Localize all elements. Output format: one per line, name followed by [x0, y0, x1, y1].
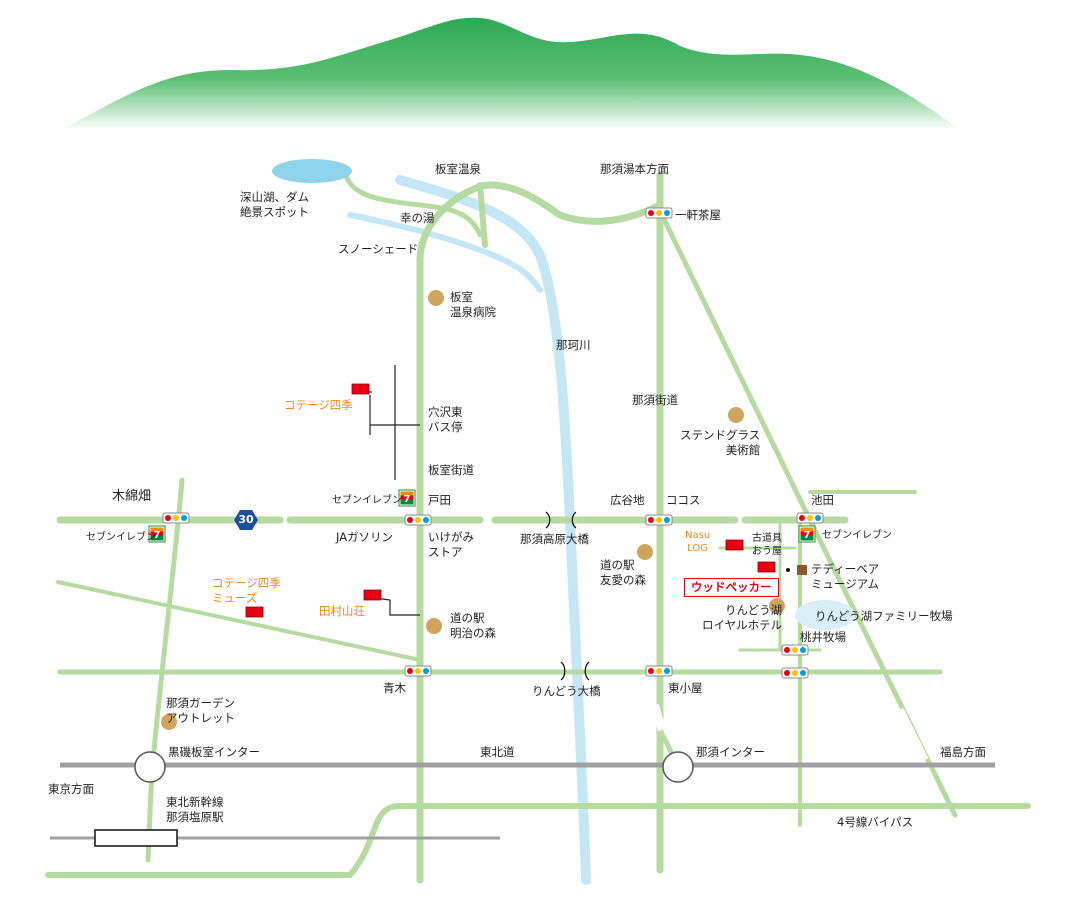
red-flags [245, 383, 776, 618]
traffic-signals [162, 207, 824, 679]
poi-dot-icon [428, 290, 444, 306]
svg-text:7: 7 [804, 530, 811, 541]
traffic-signal-icon [645, 665, 673, 677]
label-nasu-log: Nasu LOG [685, 530, 711, 554]
label-seven-ikeda: セブンイレブン [822, 530, 892, 541]
red-flag-icon [363, 589, 382, 601]
traffic-signal-icon [404, 514, 432, 526]
label-aoki: 青木 [383, 681, 406, 695]
label-stained-glass: ステンドグラス 美術館 [680, 428, 761, 457]
poi-dot-icon [769, 598, 785, 614]
label-fukushima: 福島方面 [940, 745, 986, 759]
label-ikkenchaya: 一軒茶屋 [675, 208, 721, 222]
svg-text:7: 7 [154, 530, 161, 541]
label-seven-toda: セブンイレブン [332, 495, 402, 506]
route-shield-number: 30 [233, 509, 259, 531]
label-nasu-yumoto: 那須湯本方面 [600, 162, 669, 176]
svg-text:7: 7 [404, 494, 411, 505]
route-shield-icon [234, 510, 258, 530]
poi-dots [161, 290, 785, 730]
route-number: 30 [238, 513, 254, 526]
label-itamuro-onsen: 板室温泉 [435, 162, 481, 176]
rindo-lake [795, 600, 855, 630]
poi-dot-icon [637, 544, 653, 560]
label-itamuro-kaido: 板室街道 [428, 463, 474, 477]
label-tamura-sanso: 田村山荘 [319, 604, 365, 618]
traffic-signal-icon [781, 667, 809, 679]
label-teddy-bear: テディーベア ミュージアム [811, 562, 880, 591]
seven-eleven-icon: 7 [798, 525, 816, 543]
label-michinoeki-meiji: 道の駅 明治の森 [450, 611, 496, 640]
label-kiwatabata: 木綿畑 [112, 489, 152, 504]
seven-eleven-icon: 7 [398, 489, 416, 507]
poi-dot-icon [426, 618, 442, 634]
seven-eleven-icon: 7 [148, 525, 166, 543]
red-flag-icon [351, 383, 370, 395]
seven-eleven-icons: 7 7 7 [148, 489, 816, 543]
traffic-signal-icon [796, 512, 824, 524]
label-nasu-kaido: 那須街道 [632, 393, 678, 407]
label-anazawa-bus: 穴沢東 バス停 [428, 405, 463, 434]
interchange-icon [134, 751, 166, 783]
label-toda: 戸田 [428, 493, 451, 507]
label-cottage-muse: コテージ四季 ミューズ [212, 576, 281, 605]
label-koyachi: 広谷地 [610, 493, 645, 507]
label-rindoko-royal: りんどう湖 ロイヤルホテル [702, 603, 783, 632]
label-cottage-shiki: コテージ四季 [284, 398, 353, 412]
station-icon [94, 829, 178, 847]
traffic-signal-icon [645, 207, 673, 219]
traffic-signal-icon [162, 512, 190, 524]
label-woodpecker: ウッドペッカー [684, 578, 779, 597]
label-higashi-koya: 東小屋 [668, 681, 703, 695]
label-nasu-kogen-bridge: 那須高原大橋 [520, 532, 589, 546]
bridge-marks [545, 511, 590, 681]
label-nasu-ic: 那須インター [696, 745, 765, 759]
label-nakagawa: 那珂川 [556, 338, 591, 352]
label-shinkansen-station: 東北新幹線 那須塩原駅 [166, 795, 224, 824]
label-sachinoyu: 幸の湯 [400, 211, 435, 225]
label-ja-gasoline: JAガソリン [336, 530, 394, 544]
label-deep-lake: 深山湖、ダム 絶景スポット [240, 190, 309, 219]
teddy-bear-icon [797, 565, 807, 575]
deep-lake [272, 159, 352, 183]
mountain-silhouette [60, 17, 960, 130]
label-kuroiso-ic: 黒磯板室インター [168, 745, 260, 759]
label-ikegami-store: いけがみ ストア [428, 530, 474, 559]
label-itamuro-hospital: 板室 温泉病院 [450, 290, 496, 319]
label-rindo-bridge: りんどう大橋 [532, 684, 601, 698]
red-flag-icon [725, 539, 744, 551]
label-seven-left: セブンイレブン [86, 532, 156, 543]
label-ikeda: 池田 [811, 493, 834, 507]
red-flag-icon [757, 561, 776, 573]
label-snowshade: スノーシェード [338, 242, 419, 256]
label-furudougu: 古道具 おう屋 [752, 533, 782, 557]
poi-dot-small [786, 568, 790, 572]
poi-dot-icon [161, 714, 177, 730]
label-tohoku-expwy: 東北道 [480, 745, 515, 759]
interchange-icon [662, 751, 694, 783]
poi-dot-icon [728, 407, 744, 423]
label-cocos: ココス [666, 493, 701, 507]
traffic-signal-icon [645, 514, 673, 526]
local-paths [365, 365, 420, 616]
label-route4-bypass: 4号線バイパス [837, 815, 914, 829]
roads [45, 169, 1031, 884]
label-nasu-garden: 那須ガーデン アウトレット [166, 696, 235, 725]
traffic-signal-icon [781, 644, 809, 656]
label-michinoeki-yuai: 道の駅 友愛の森 [600, 558, 646, 587]
red-flag-icon [245, 606, 264, 618]
label-tokyo: 東京方面 [48, 782, 94, 796]
traffic-signal-icon [404, 665, 432, 677]
nakagawa-river [347, 175, 591, 885]
label-momoi-farm: 桃井牧場 [800, 630, 846, 644]
label-rindoko-farm: りんどう湖ファミリー牧場 [815, 609, 953, 623]
